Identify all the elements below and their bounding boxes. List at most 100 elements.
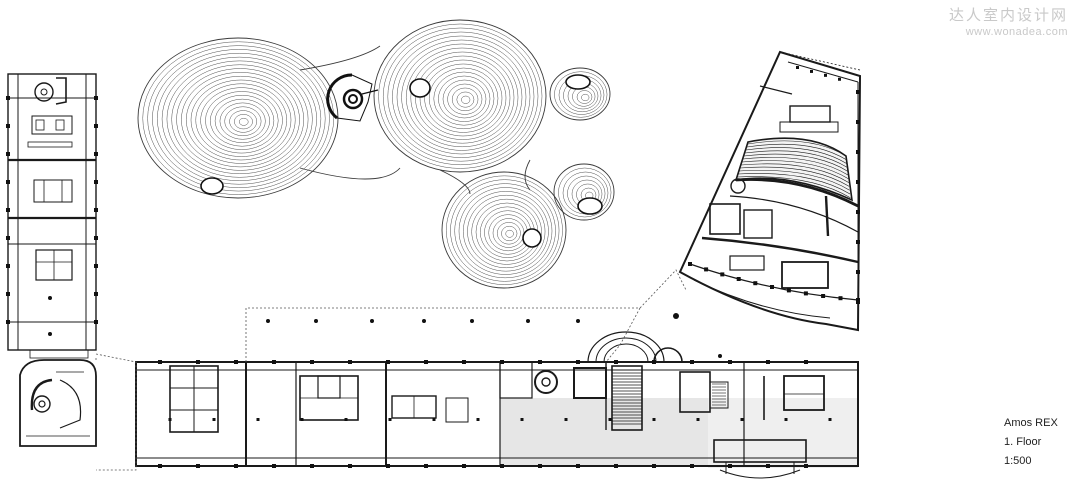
dome-contour [438,75,491,122]
column [796,66,799,69]
column [614,360,618,364]
dome-contour [554,71,608,118]
dome-contour [461,95,471,104]
dome-contour [558,167,612,218]
column [310,360,314,364]
dome-contour [401,43,523,151]
dome-contour [396,39,527,155]
dome-contour [549,67,611,121]
dome-contour [505,229,514,238]
dome-contour [224,106,262,136]
dome-contour [157,53,322,185]
column [422,319,426,323]
dome-contour [581,93,590,102]
dome-contour [410,51,515,144]
dome-contour [553,163,615,221]
column [196,464,200,468]
dome-contour [166,60,313,178]
column [424,360,428,364]
dome-contour [190,79,292,161]
dome-contour [387,31,535,162]
column [94,236,98,240]
dome-contour [142,41,334,195]
dome-contour [447,83,483,115]
dome-bridge-contour [439,159,531,195]
dome-contour [214,98,270,143]
seating-row [736,176,851,199]
column [158,464,162,468]
column [673,313,679,319]
column [856,180,860,184]
watermark-url: www.wonadea.com [965,26,1068,38]
seating-row [744,150,848,168]
column [838,77,841,81]
dome-contour [181,72,300,168]
column [6,292,10,296]
dome-contour [405,47,519,148]
dome-opening [577,197,603,215]
dome-contour [239,117,249,126]
column [6,208,10,212]
dome-opening [522,228,542,248]
column [828,418,832,421]
column [718,354,722,358]
dome-contour [195,83,287,157]
column [856,240,860,244]
column [786,288,791,293]
column [48,332,52,336]
column [690,360,694,364]
column [234,464,238,468]
seating-row [746,143,847,161]
column [704,267,709,272]
skylight-domes [137,19,615,289]
column [520,418,524,421]
dome-contour [205,91,279,150]
column [94,124,98,128]
column [856,90,860,94]
column [821,294,826,298]
column [770,285,774,289]
dome-contour [463,191,549,272]
column [462,464,466,468]
dome-contour [234,114,253,130]
dome-contour [497,222,521,245]
dome-contour [458,187,553,275]
column [766,360,770,364]
watermark: 达人室内设计网 www.wonadea.com [949,4,1068,38]
column [168,418,172,421]
column [564,418,568,421]
dome-contour [152,49,326,188]
column [766,464,770,468]
column [94,152,98,156]
watermark-site-name: 达人室内设计网 [948,6,1068,24]
column [266,319,270,323]
dome-contour [219,102,266,140]
dome-contour [451,87,479,112]
column [753,281,758,286]
column [652,360,656,364]
seating-row [743,153,848,172]
column [688,262,692,266]
dome-contour [176,68,305,171]
dome-contour [456,91,475,108]
seating-row [738,169,850,191]
column [690,464,694,468]
dome-contour [392,35,531,158]
column [804,464,808,468]
column [94,96,98,100]
dome-contour [433,71,495,126]
column [824,73,827,77]
column [6,96,10,100]
column [310,464,314,468]
column [614,464,618,468]
column [388,418,392,421]
column [526,319,530,323]
dome-contour [229,110,258,133]
dome-spiral-stair [326,73,379,122]
caption-scale: 1:500 [1004,455,1032,467]
column [256,418,260,421]
dome-bridge-contour [299,45,401,180]
column [196,360,200,364]
column [348,360,352,364]
